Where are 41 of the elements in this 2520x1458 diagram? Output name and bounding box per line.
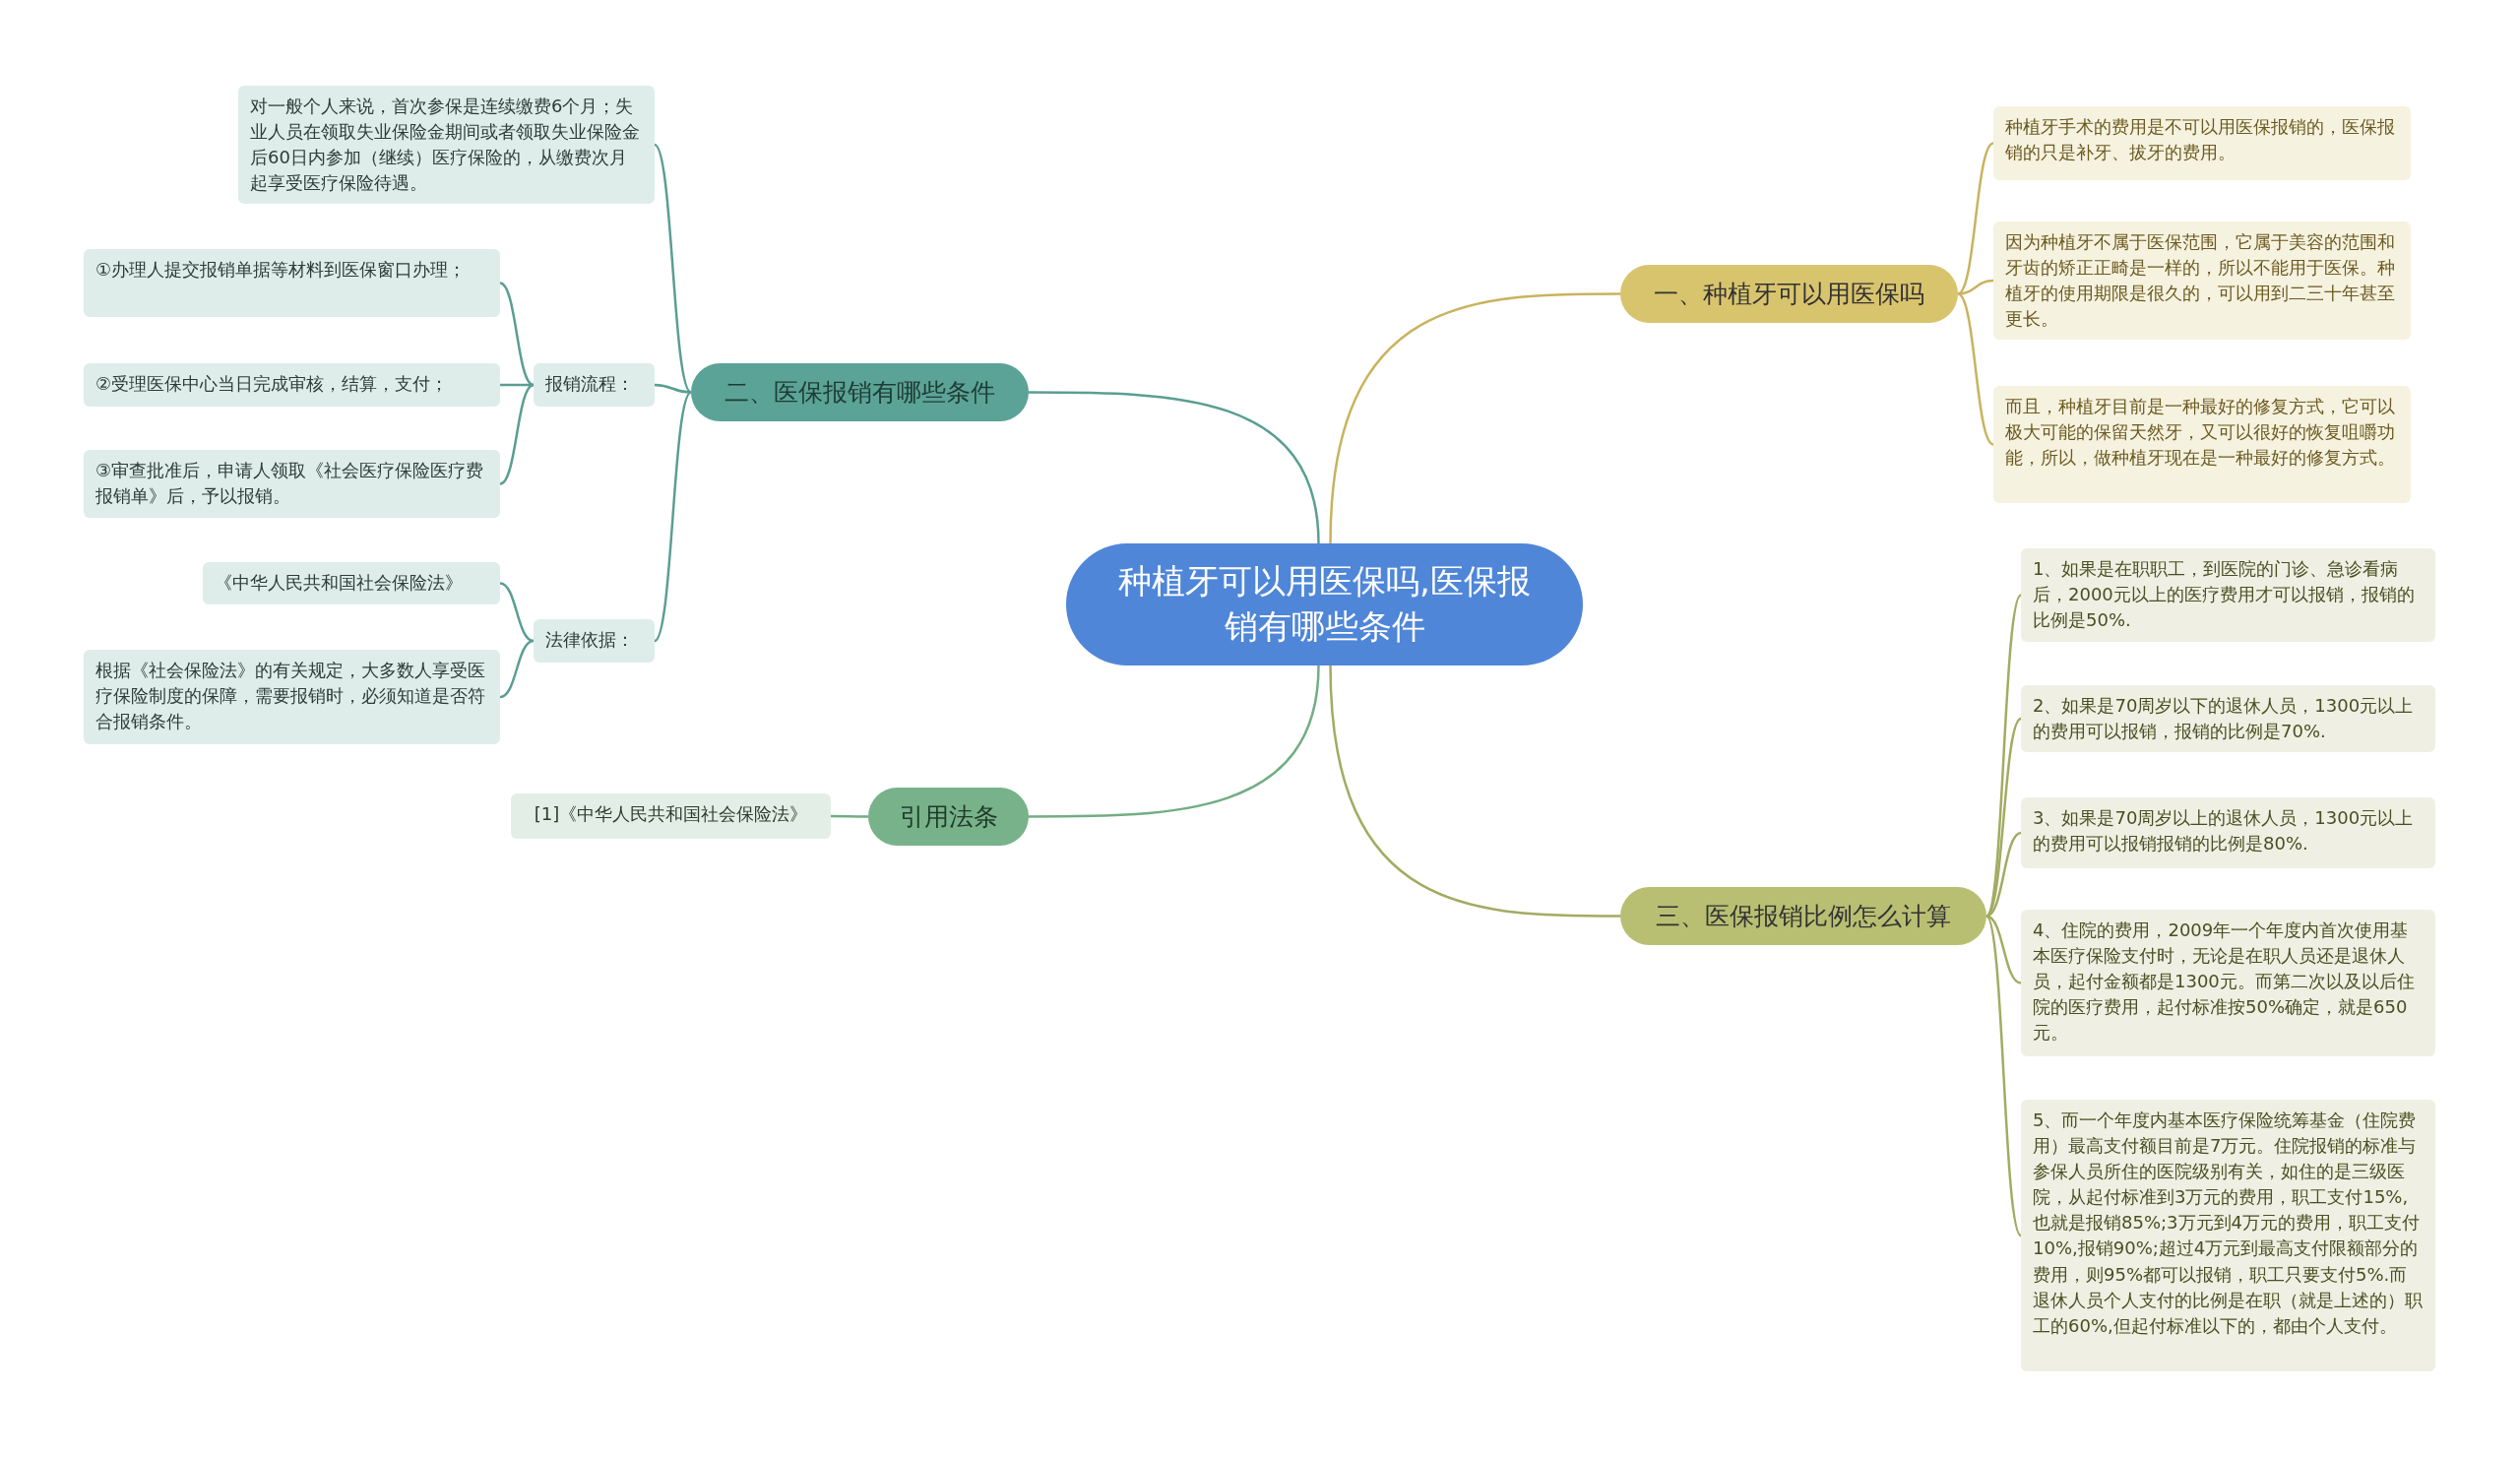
connector-line bbox=[654, 391, 692, 642]
connector-line bbox=[1029, 391, 1320, 544]
leaf-topic: 5、而一个年度内基本医疗保险统筹基金（住院费用）最高支付额目前是7万元。住院报销的标准与参保人员所住的医院级别有关，如住的是三级医院，从起付标准到3万元的费用，职工支付15%,也就是报销85%;3万元到4万元的费用，职工支付10%,报销90%;超过4万元到最高支付限额部分的费用，则95%都可以报销，职工只要支付5%.而退休人员个人支付的比例是在职（就是上述的）职工的60%,但起付标准以下的，都由个人支付。 bbox=[2021, 1100, 2435, 1371]
leaf-topic: 3、如果是70周岁以上的退休人员，1300元以上的费用可以报销报销的比例是80%. bbox=[2021, 797, 2435, 868]
connector-line bbox=[1029, 665, 1320, 818]
leaf-topic: 种植牙手术的费用是不可以用医保报销的，医保报销的只是补牙、拔牙的费用。 bbox=[1993, 106, 2411, 180]
leaf-topic: 报销流程： bbox=[534, 363, 655, 407]
leaf-topic: 因为种植牙不属于医保范围，它属于美容的范围和牙齿的矫正正畸是一样的，所以不能用于医保。种植牙的使用期限是很久的，可以用到二三十年甚至更长。 bbox=[1993, 222, 2411, 341]
central-topic: 种植牙可以用医保吗,医保报销有哪些条件 bbox=[1066, 543, 1583, 666]
connector-line bbox=[500, 383, 534, 387]
connector-line bbox=[654, 144, 692, 394]
connector-line bbox=[1329, 292, 1620, 544]
connector-line bbox=[654, 383, 692, 394]
connector-line bbox=[1957, 292, 1994, 446]
connector-line bbox=[831, 814, 868, 818]
branch-topic: 三、医保报销比例怎么计算 bbox=[1620, 887, 1986, 945]
leaf-topic: 而且，种植牙目前是一种最好的修复方式，它可以极大可能的保留天然牙，又可以很好的恢复咀嚼功能，所以，做种植牙现在是一种最好的修复方式。 bbox=[1993, 386, 2411, 503]
connector-line bbox=[499, 582, 535, 643]
leaf-topic: 《中华人民共和国社会保险法》 bbox=[203, 562, 500, 604]
leaf-topic: 对一般个人来说，首次参保是连续缴费6个月；失业人员在领取失业保险金期间或者领取失业保险金后60日内参加（继续）医疗保险的，从缴费次月起享受医疗保险待遇。 bbox=[238, 86, 655, 205]
connector-line bbox=[1984, 915, 2023, 1236]
leaf-topic: 4、住院的费用，2009年一个年度内首次使用基本医疗保险支付时，无论是在职人员还是退休人员，起付金额都是1300元。而第二次以及以后住院的医疗费用，起付标准按50%确定，就是650元。 bbox=[2021, 910, 2435, 1056]
connector-line bbox=[499, 383, 535, 485]
connector-line bbox=[499, 282, 535, 387]
leaf-topic: ③审查批准后，申请人领取《社会医疗保险医疗费报销单》后，予以报销。 bbox=[84, 450, 500, 518]
connector-line bbox=[1985, 915, 2022, 984]
leaf-topic: 2、如果是70周岁以下的退休人员，1300元以上的费用可以报销，报销的比例是70%. bbox=[2021, 685, 2435, 753]
branch-topic: 一、种植牙可以用医保吗 bbox=[1620, 265, 1958, 323]
connector-line bbox=[1329, 665, 1620, 918]
leaf-topic: [1]《中华人民共和国社会保险法》 bbox=[511, 793, 831, 839]
branch-topic: 二、医保报销有哪些条件 bbox=[691, 363, 1029, 421]
connector-line bbox=[499, 639, 535, 699]
leaf-topic: 根据《社会保险法》的有关规定，大多数人享受医疗保险制度的保障，需要报销时，必须知道是否符合报销条件。 bbox=[84, 650, 500, 744]
connector-line bbox=[1957, 142, 1994, 295]
leaf-topic: ①办理人提交报销单据等材料到医保窗口办理； bbox=[84, 249, 500, 317]
branch-topic: 引用法条 bbox=[868, 788, 1029, 846]
leaf-topic: 法律依据： bbox=[534, 619, 655, 663]
connector-line bbox=[1957, 279, 1994, 295]
connector-line bbox=[1985, 718, 2022, 918]
leaf-topic: ②受理医保中心当日完成审核，结算，支付； bbox=[84, 363, 500, 407]
leaf-topic: 1、如果是在职职工，到医院的门诊、急诊看病后，2000元以上的医疗费用才可以报销，报销的比例是50%. bbox=[2021, 548, 2435, 642]
